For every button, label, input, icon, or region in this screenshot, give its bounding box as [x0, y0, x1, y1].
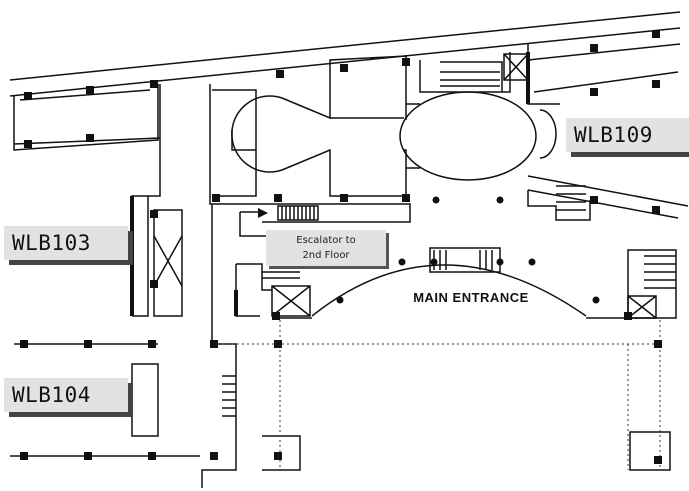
escalator-label-line2: 2nd Floor: [302, 250, 350, 261]
outer-wall-top-inner: [9, 27, 681, 97]
room-label-wlb104[interactable]: WLB104: [4, 378, 128, 412]
room-label-wlb103[interactable]: WLB103: [4, 226, 128, 260]
room-label-wlb109[interactable]: WLB109: [566, 118, 689, 152]
escalator-label: Escalator to 2nd Floor: [266, 230, 386, 266]
main-entrance-label: MAIN ENTRANCE: [413, 290, 529, 305]
outer-wall-top: [9, 11, 681, 81]
escalator-label-line1: Escalator to: [296, 235, 356, 246]
escalator-arrow-icon: [258, 208, 268, 218]
